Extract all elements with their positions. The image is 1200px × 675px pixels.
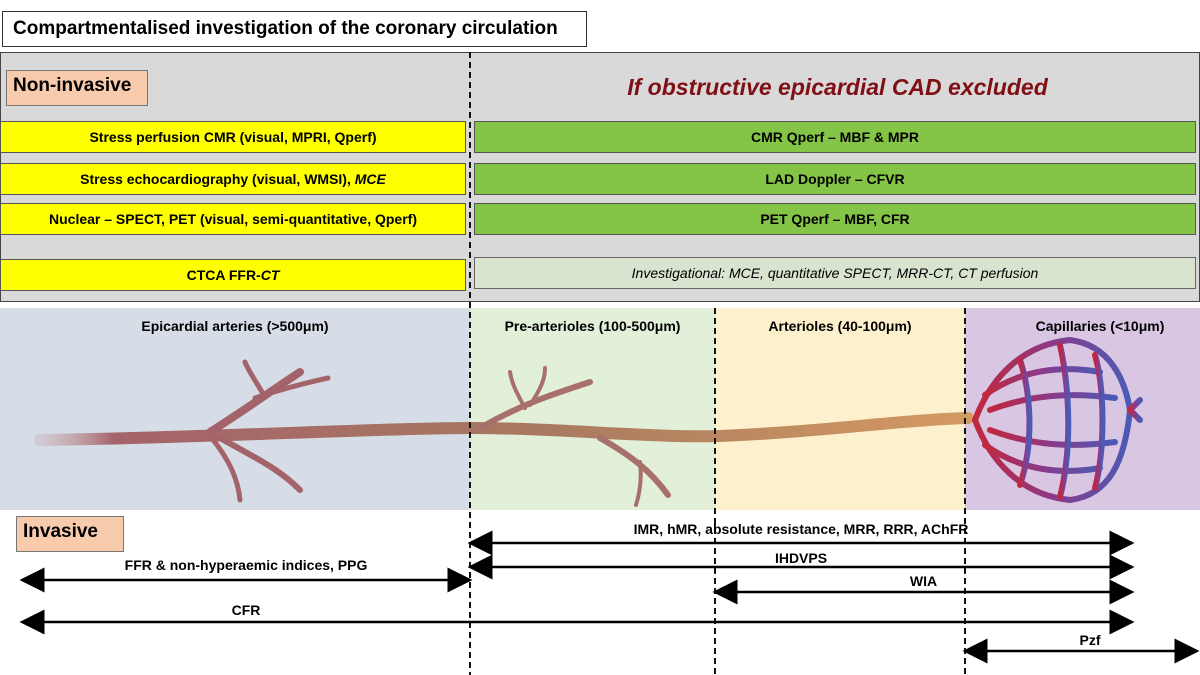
label-wia: WIA — [909, 573, 938, 589]
left-test-stress-echo: Stress echocardiography (visual, WMSI), … — [0, 163, 466, 195]
diagram-title: Compartmentalised investigation of the c… — [2, 11, 587, 47]
left-test-nuclear: Nuclear – SPECT, PET (visual, semi-quant… — [0, 203, 466, 235]
zone-label-arterioles: Arterioles (40-100μm) — [768, 318, 912, 334]
right-test-cmr-qperf: CMR Qperf – MBF & MPR — [474, 121, 1196, 153]
left-test-stress-cmr: Stress perfusion CMR (visual, MPRI, Qper… — [0, 121, 466, 153]
zone-arterioles — [715, 308, 965, 510]
label-pzf: Pzf — [1079, 632, 1101, 648]
invasive-tag: Invasive — [16, 516, 124, 552]
right-test-investigational: Investigational: MCE, quantitative SPECT… — [474, 257, 1196, 289]
label-imr: IMR, hMR, absolute resistance, MRR, RRR,… — [633, 521, 969, 537]
noninvasive-tag: Non-invasive — [6, 70, 148, 106]
label-cfr: CFR — [231, 602, 261, 618]
zone-label-capillaries: Capillaries (<10μm) — [1035, 318, 1165, 334]
cad-excluded-heading: If obstructive epicardial CAD excluded — [627, 74, 1048, 100]
left-test-ctca: CTCA FFR-CT — [0, 259, 466, 291]
label-ihdvps: IHDVPS — [774, 550, 828, 566]
label-ffr: FFR & non-hyperaemic indices, PPG — [124, 557, 368, 573]
zone-label-epicardial: Epicardial arteries (>500μm) — [141, 318, 329, 334]
capillary-bed — [972, 336, 1143, 504]
right-test-pet-qperf: PET Qperf – MBF, CFR — [474, 203, 1196, 235]
vessel-tree — [34, 359, 974, 507]
zone-label-pre-arterioles: Pre-arterioles (100-500μm) — [504, 318, 681, 334]
right-test-lad-doppler: LAD Doppler – CFVR — [474, 163, 1196, 195]
